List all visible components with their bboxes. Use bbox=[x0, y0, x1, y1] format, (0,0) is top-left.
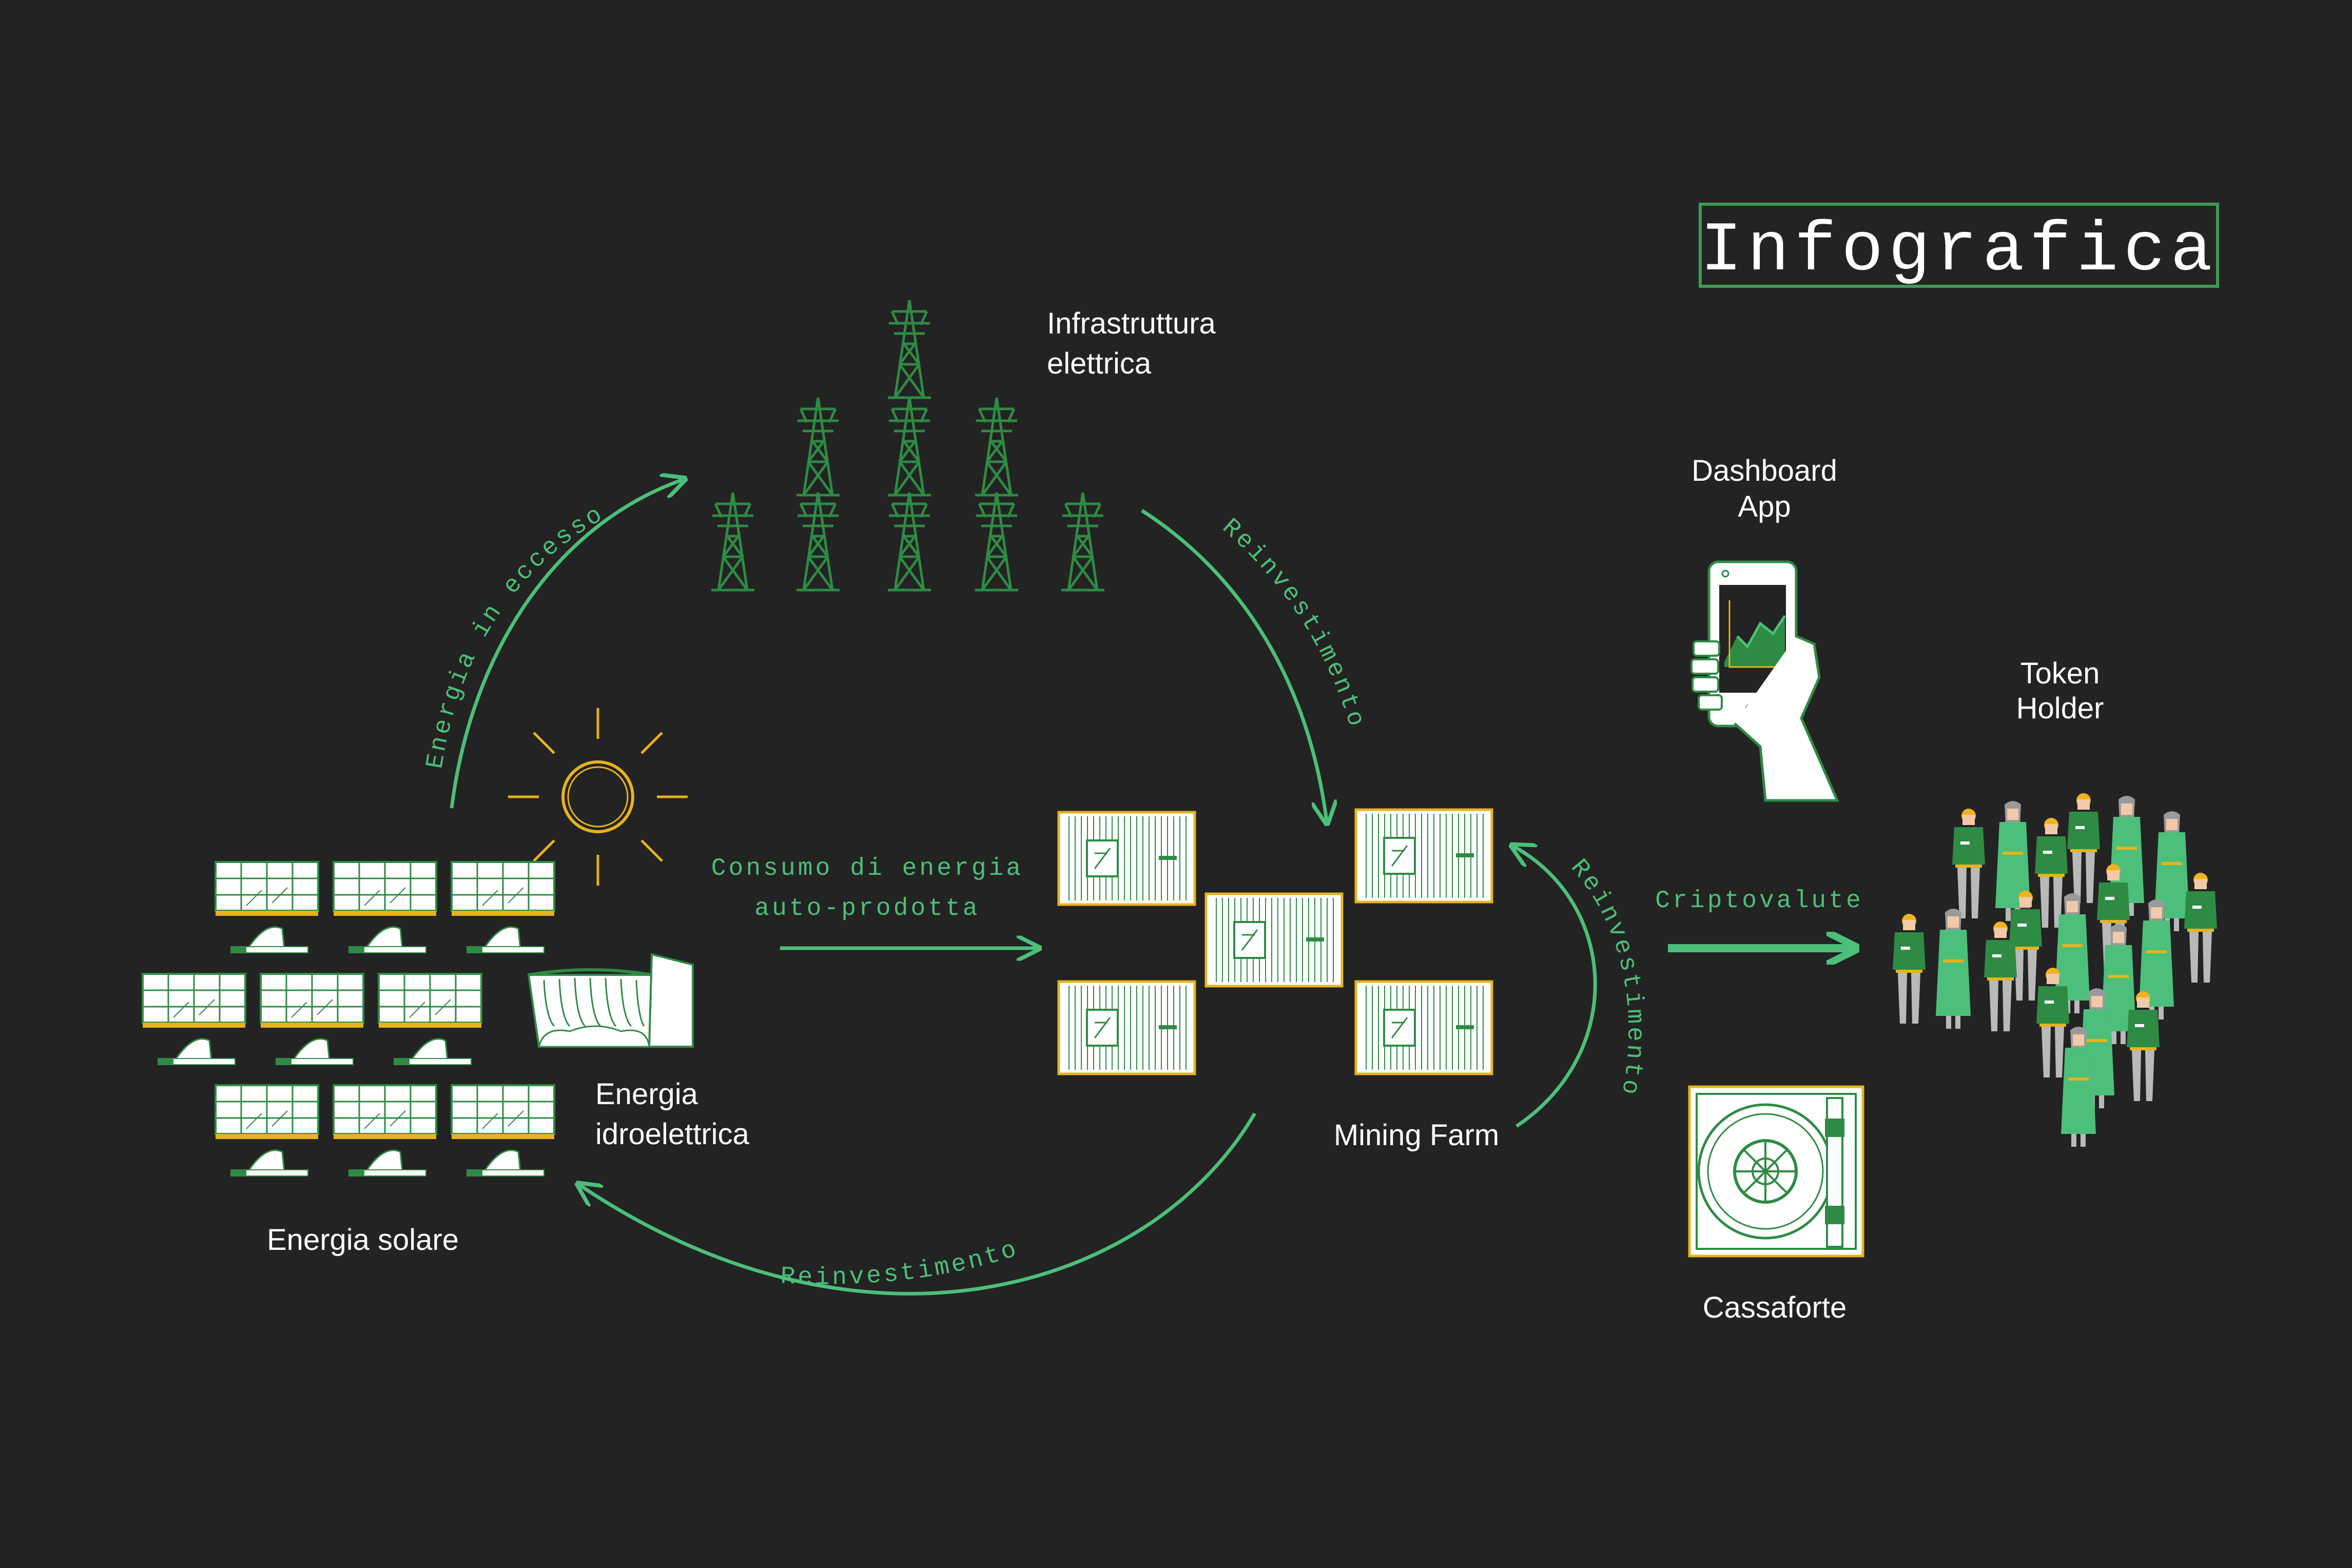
label-line: idroelettrica bbox=[595, 1118, 750, 1151]
label-line: Holder bbox=[2016, 692, 2104, 725]
reinvest-top-arrow bbox=[1141, 509, 1327, 821]
hydro-label: Energia idroelettrica bbox=[595, 1077, 750, 1151]
excess-energy-label: Energia in eccesso bbox=[421, 500, 609, 771]
solar-panel-icon bbox=[142, 861, 555, 1177]
label-line: Energia bbox=[595, 1077, 698, 1111]
excess-energy-arrow bbox=[450, 480, 683, 809]
page-title: Infografica bbox=[1700, 211, 2218, 290]
self-consumption-label: Consumo di energia auto-prodotta bbox=[711, 855, 1023, 923]
reinvest-bottom-arrow bbox=[580, 1112, 1257, 1296]
title-box: Infografica bbox=[1699, 203, 2219, 290]
reinvest-bottom-label: Reinvestimento bbox=[780, 1235, 1022, 1291]
label-line: Dashboard bbox=[1692, 454, 1837, 487]
sun-icon bbox=[508, 708, 688, 886]
label-line: App bbox=[1738, 490, 1791, 523]
label-line: Consumo di energia bbox=[711, 855, 1023, 883]
label-line: Token bbox=[2020, 657, 2100, 690]
smartphone-hand-icon bbox=[1690, 560, 1839, 802]
hydro-dam-icon bbox=[527, 953, 694, 1048]
label-line: elettrica bbox=[1047, 347, 1152, 380]
infrastructure-label: Infrastruttura elettrica bbox=[1047, 307, 1216, 380]
vault-icon bbox=[1688, 1085, 1864, 1258]
reinvest-top-label: Reinvestimento bbox=[1216, 514, 1370, 732]
label-line: auto-prodotta bbox=[754, 895, 980, 923]
person-icon bbox=[1893, 793, 2217, 1147]
crypto-label: Criptovalute bbox=[1655, 887, 1863, 915]
mining-farm-label: Mining Farm bbox=[1334, 1119, 1499, 1152]
label-line: Infrastruttura bbox=[1047, 307, 1216, 340]
mining-container-icon bbox=[1059, 810, 1492, 1074]
power-pylon-icon bbox=[711, 300, 1104, 590]
reinvest-right-arrow bbox=[1514, 847, 1597, 1128]
solar-label: Energia solare bbox=[267, 1223, 459, 1257]
vault-label: Cassaforte bbox=[1703, 1291, 1846, 1324]
